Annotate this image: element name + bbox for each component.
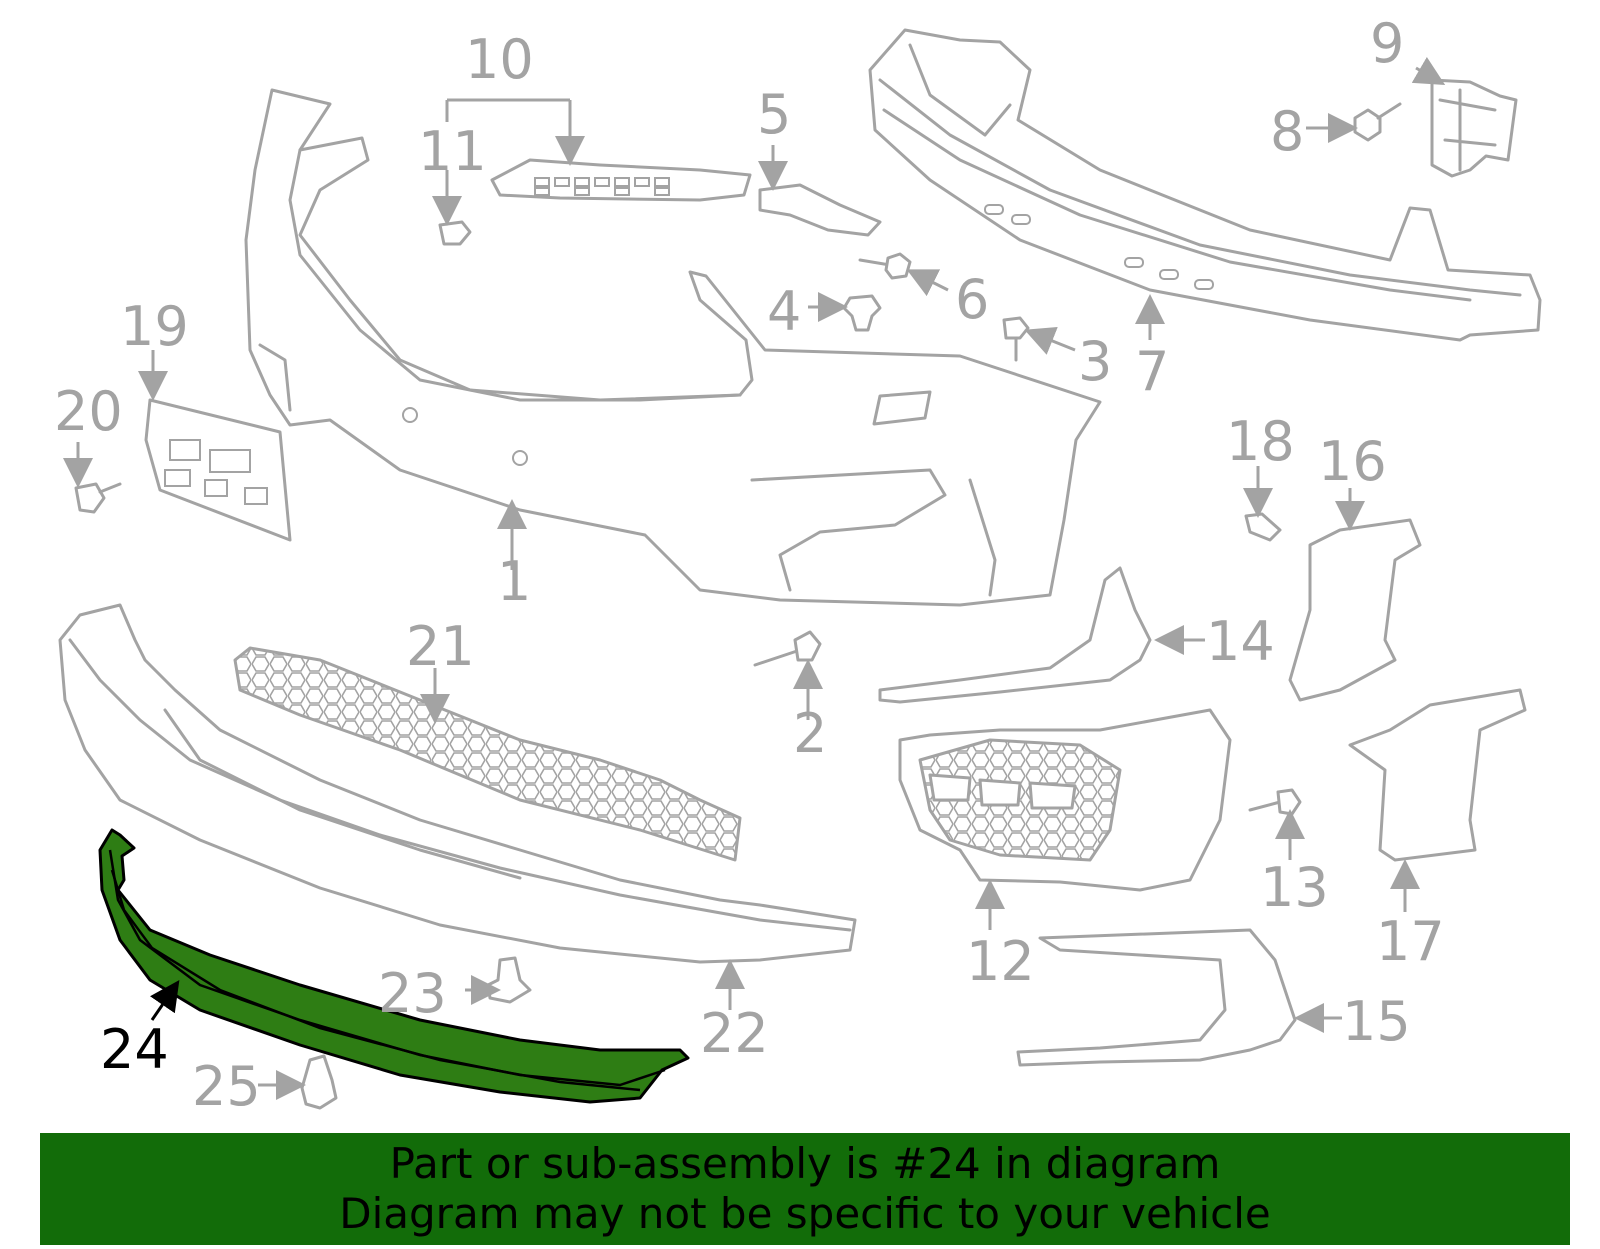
part-23-clip <box>486 956 532 1004</box>
callout-22: 22 <box>700 1002 769 1065</box>
banner-line-part: Part or sub-assembly is #24 in diagram <box>389 1139 1221 1188</box>
part-10-bracket <box>490 158 752 202</box>
part-6-bolt <box>858 252 912 280</box>
callout-11: 11 <box>418 120 487 183</box>
callout-16: 16 <box>1318 430 1387 493</box>
callout-10: 10 <box>465 28 534 91</box>
callout-7: 7 <box>1135 340 1169 403</box>
part-3-bolt <box>1002 316 1030 362</box>
part-14-trim-molding <box>878 566 1152 704</box>
callout-14: 14 <box>1206 610 1275 673</box>
part-21-grille <box>233 646 742 862</box>
callout-18: 18 <box>1226 410 1295 473</box>
info-banner: Part or sub-assembly is #24 in diagram D… <box>40 1133 1570 1245</box>
callout-24: 24 <box>100 1018 169 1081</box>
part-2-screw <box>753 630 822 667</box>
part-5-bracket <box>758 183 882 237</box>
callout-labels: 1 2 3 4 5 6 7 8 9 10 11 12 13 14 15 16 1… <box>54 12 1445 1118</box>
part-8-bolt <box>1353 102 1402 142</box>
callout-3: 3 <box>1078 330 1112 393</box>
callout-23: 23 <box>378 962 447 1025</box>
part-11-clip <box>438 220 472 246</box>
callout-15: 15 <box>1342 990 1411 1053</box>
callout-19: 19 <box>120 295 189 358</box>
part-1-bumper-cover <box>244 88 1102 607</box>
callout-2: 2 <box>793 702 827 765</box>
part-22-lower-fascia <box>58 603 857 964</box>
part-18-push-clip <box>1244 512 1282 542</box>
part-17-bracket <box>1348 688 1527 862</box>
part-12-fog-bezel <box>898 708 1232 892</box>
part-7-impact-beam <box>868 28 1542 342</box>
callout-1: 1 <box>497 550 531 613</box>
callout-5: 5 <box>757 83 791 146</box>
callout-6: 6 <box>955 268 989 331</box>
part-19-license-bracket <box>144 398 292 542</box>
callout-21: 21 <box>406 615 475 678</box>
leader-lines <box>63 56 1446 1100</box>
callout-4: 4 <box>767 280 801 343</box>
callout-12: 12 <box>966 930 1035 993</box>
part-9-bracket <box>1430 78 1518 178</box>
part-16-bracket <box>1288 518 1422 702</box>
callout-17: 17 <box>1376 910 1445 973</box>
callout-20: 20 <box>54 380 123 443</box>
callout-13: 13 <box>1260 856 1329 919</box>
part-4-push-clip <box>842 294 882 332</box>
part-25-clip <box>300 1054 338 1110</box>
banner-line-disclaimer: Diagram may not be specific to your vehi… <box>339 1189 1271 1238</box>
callout-9: 9 <box>1370 12 1404 75</box>
part-15-trim <box>1016 928 1297 1067</box>
part-13-screw <box>1248 788 1302 816</box>
part-20-screw <box>74 482 122 514</box>
callout-25: 25 <box>192 1055 261 1118</box>
callout-8: 8 <box>1270 100 1304 163</box>
